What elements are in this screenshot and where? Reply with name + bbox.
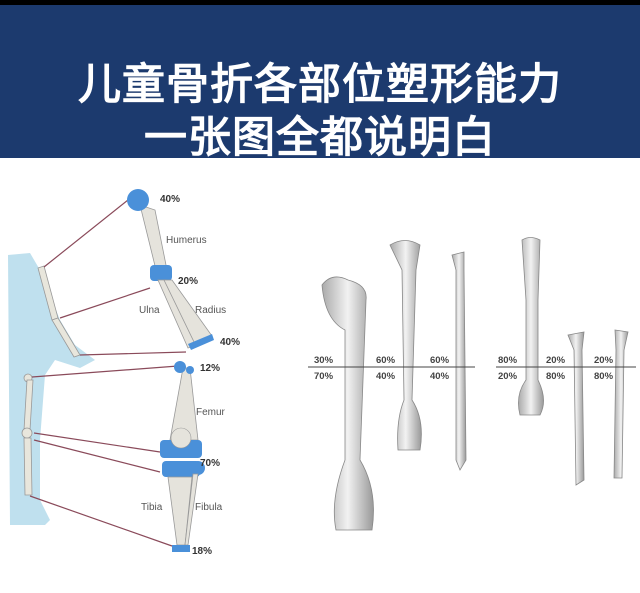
right-bones — [321, 237, 629, 531]
pct-group-5-bottom: 80% — [546, 371, 566, 382]
title-line-2: 一张图全都说明白 — [144, 113, 496, 163]
radius-right — [518, 237, 544, 416]
small-leg-skeleton — [21, 373, 34, 496]
pct-group-1-top: 30% — [314, 355, 334, 366]
pct-group-1-bottom: 70% — [314, 371, 334, 382]
label-femur: Femur — [196, 407, 226, 418]
ulna-radius-bones — [157, 279, 214, 350]
label-radius: Radius — [195, 305, 226, 316]
tibia-right — [389, 240, 422, 451]
pct-group-6-bottom: 80% — [594, 371, 614, 382]
label-fibula: Fibula — [195, 502, 223, 513]
tibia-fibula-bones — [167, 473, 199, 552]
pct-distal-radius: 40% — [220, 337, 240, 348]
pct-group-3-bottom: 40% — [430, 371, 450, 382]
pct-group-5-top: 20% — [546, 355, 566, 366]
leader-lines — [29, 199, 187, 547]
pct-group-6-top: 20% — [594, 355, 614, 366]
femur-right — [321, 276, 374, 531]
humerus-bone — [127, 189, 172, 281]
pct-group-3-top: 60% — [430, 355, 450, 366]
fibula-right — [451, 251, 467, 471]
pct-group-4-top: 80% — [498, 355, 518, 366]
label-humerus: Humerus — [166, 235, 207, 246]
ulna-right-2 — [613, 329, 629, 479]
ulna-right — [567, 331, 585, 486]
pct-proximal-femur: 12% — [200, 363, 220, 374]
femur-bone — [160, 361, 205, 477]
pct-group-4-bottom: 20% — [498, 371, 518, 382]
pct-proximal-humerus: 40% — [160, 194, 180, 205]
top-bar — [0, 0, 640, 5]
pct-distal-humerus: 20% — [178, 276, 198, 287]
pct-knee: 70% — [200, 458, 220, 469]
pct-group-2-bottom: 40% — [376, 371, 396, 382]
pct-distal-tibia: 18% — [192, 546, 212, 557]
pct-group-2-top: 60% — [376, 355, 396, 366]
title-banner: 儿童骨折各部位塑形能力 一张图全都说明白 — [0, 5, 640, 163]
title-line-1: 儿童骨折各部位塑形能力 — [78, 60, 562, 110]
bone-remodeling-diagram: 40% Humerus 20% Ulna Radius 40% 12% Femu… — [8, 189, 636, 557]
label-tibia: Tibia — [141, 502, 163, 513]
right-percentages: 30% 70% 60% 40% 60% 40% 80% 20% 20% 80% 20% 80% — [314, 355, 614, 382]
label-ulna: Ulna — [139, 305, 160, 316]
